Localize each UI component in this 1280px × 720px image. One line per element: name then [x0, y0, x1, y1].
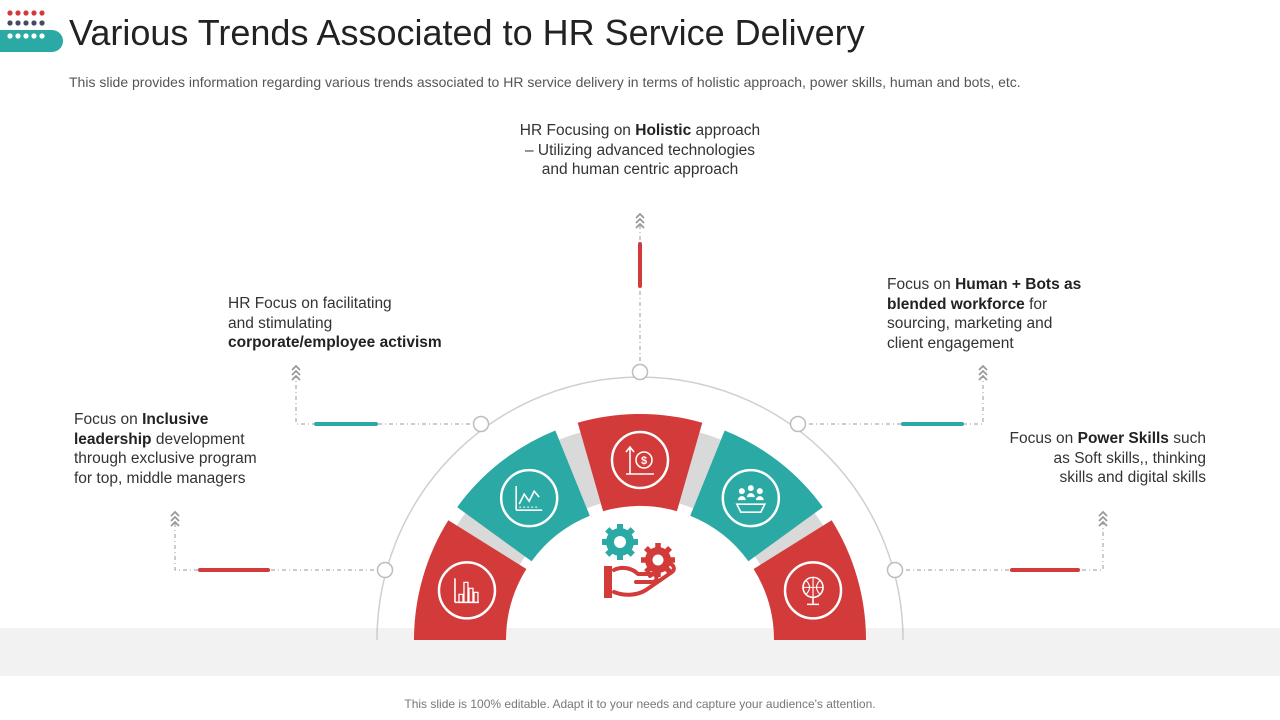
- trend-text-line: and stimulating: [228, 314, 442, 334]
- arc-node: [376, 561, 394, 579]
- segment-separator: [679, 432, 721, 509]
- trend-text-line: for top, middle managers: [74, 469, 257, 489]
- text-run: approach: [691, 122, 761, 139]
- trend-text-line: – Utilizing advanced technologies: [490, 141, 790, 161]
- text-run: for: [1024, 295, 1048, 313]
- trend-text-line: HR Focus on facilitating: [228, 294, 442, 314]
- connector-lines: [170, 212, 1108, 572]
- connector-inclusive: [170, 510, 385, 572]
- globe-pin-icon: [783, 561, 843, 620]
- trend-text-line: leadership development: [74, 430, 257, 450]
- text-run: Focus on: [74, 411, 143, 428]
- segment-bots: [690, 430, 823, 562]
- gears-hand-icon: [602, 524, 676, 598]
- trend-text-line: sourcing, marketing and: [887, 314, 1081, 334]
- segment-activism: [457, 430, 590, 562]
- trend-text-line: Focus on Inclusive: [74, 410, 257, 430]
- segment-inclusive: [414, 520, 527, 640]
- text-run: and stimulating: [228, 314, 333, 332]
- trend-text-line: Focus on Human + Bots as: [887, 275, 1081, 295]
- line-chart-icon: [499, 468, 559, 528]
- svg-text:$: $: [641, 455, 647, 467]
- arc-nodes: [376, 363, 904, 579]
- segment-shape: [577, 413, 703, 512]
- trend-text-line: through exclusive program: [74, 449, 257, 469]
- segment-shape: [690, 430, 823, 562]
- text-run: Focus on: [1009, 430, 1078, 447]
- page-title: Various Trends Associated to HR Service …: [69, 12, 865, 53]
- text-run: such: [1168, 430, 1206, 447]
- trend-text-line: client engagement: [887, 334, 1081, 354]
- text-run: client engagement: [887, 334, 1014, 352]
- segment-holistic: $: [577, 413, 703, 512]
- text-run: – Utilizing advanced technologies: [524, 141, 756, 159]
- text-run: development: [151, 430, 245, 448]
- text-run: HR Focus on facilitating: [228, 295, 392, 312]
- arc-segments: $: [414, 413, 866, 640]
- chevron-up-icon: [291, 364, 301, 381]
- arc-node: [472, 415, 490, 433]
- segment-separator: [454, 510, 527, 567]
- text-run: sourcing, marketing and: [887, 315, 1053, 332]
- team-meeting-icon: [721, 468, 781, 528]
- floor-band: [0, 628, 1280, 676]
- bold-run: blended workforce: [887, 295, 1025, 313]
- text-run: Focus on: [887, 276, 956, 293]
- text-run: through exclusive program: [74, 450, 257, 467]
- bar-chart-icon: [437, 561, 497, 620]
- chevron-up-icon: [1098, 510, 1108, 527]
- trend-text-line: corporate/employee activism: [228, 333, 442, 353]
- connector-bots: [798, 364, 988, 426]
- trend-text-line: Focus on Power Skills such: [960, 429, 1206, 449]
- bold-run: Power Skills: [1077, 430, 1169, 447]
- arc-node: [886, 561, 904, 579]
- trend-text-line: blended workforce for: [887, 295, 1081, 315]
- text-run: for top, middle managers: [74, 469, 246, 487]
- segment-shape: [414, 520, 527, 640]
- text-run: skills and digital skills: [1059, 469, 1206, 486]
- connector-power: [895, 510, 1108, 572]
- segment-separator: [559, 432, 601, 509]
- logo-dots-icon: [0, 10, 63, 52]
- footer-note: This slide is 100% editable. Adapt it to…: [404, 697, 876, 711]
- page-subtitle: This slide provides information regardin…: [69, 74, 1021, 90]
- bold-run: corporate/employee activism: [228, 334, 442, 351]
- segment-power: [753, 520, 866, 640]
- text-run: HR Focusing on: [519, 122, 636, 139]
- bold-run: Human + Bots as: [955, 276, 1082, 293]
- bold-run: leadership: [74, 430, 152, 448]
- text-run: as Soft skills,, thinking: [1053, 449, 1206, 467]
- arc-node: [789, 415, 807, 433]
- trend-text-line: as Soft skills,, thinking: [960, 449, 1206, 469]
- segment-separator: [753, 510, 826, 567]
- dollar-growth-icon: $: [610, 430, 670, 490]
- chevron-up-icon: [635, 212, 645, 229]
- trend-text-employee-activism: HR Focus on facilitating and stimulating c…: [228, 294, 442, 353]
- bold-run: Holistic: [635, 122, 692, 139]
- bold-run: Inclusive: [142, 411, 209, 428]
- trend-text-holistic-approach: HR Focusing on Holistic approach– Utiliz…: [490, 121, 790, 180]
- segment-shape: [753, 520, 866, 640]
- connector-activism: [291, 364, 481, 426]
- chevron-up-icon: [978, 364, 988, 381]
- trend-text-line: skills and digital skills: [960, 468, 1206, 488]
- trend-text-line: HR Focusing on Holistic approach: [490, 121, 790, 141]
- text-run: and human centric approach: [541, 161, 739, 178]
- arc-node: [631, 363, 649, 381]
- trend-text-line: and human centric approach: [490, 160, 790, 180]
- chevron-up-icon: [170, 510, 180, 527]
- connector-holistic: [635, 212, 645, 372]
